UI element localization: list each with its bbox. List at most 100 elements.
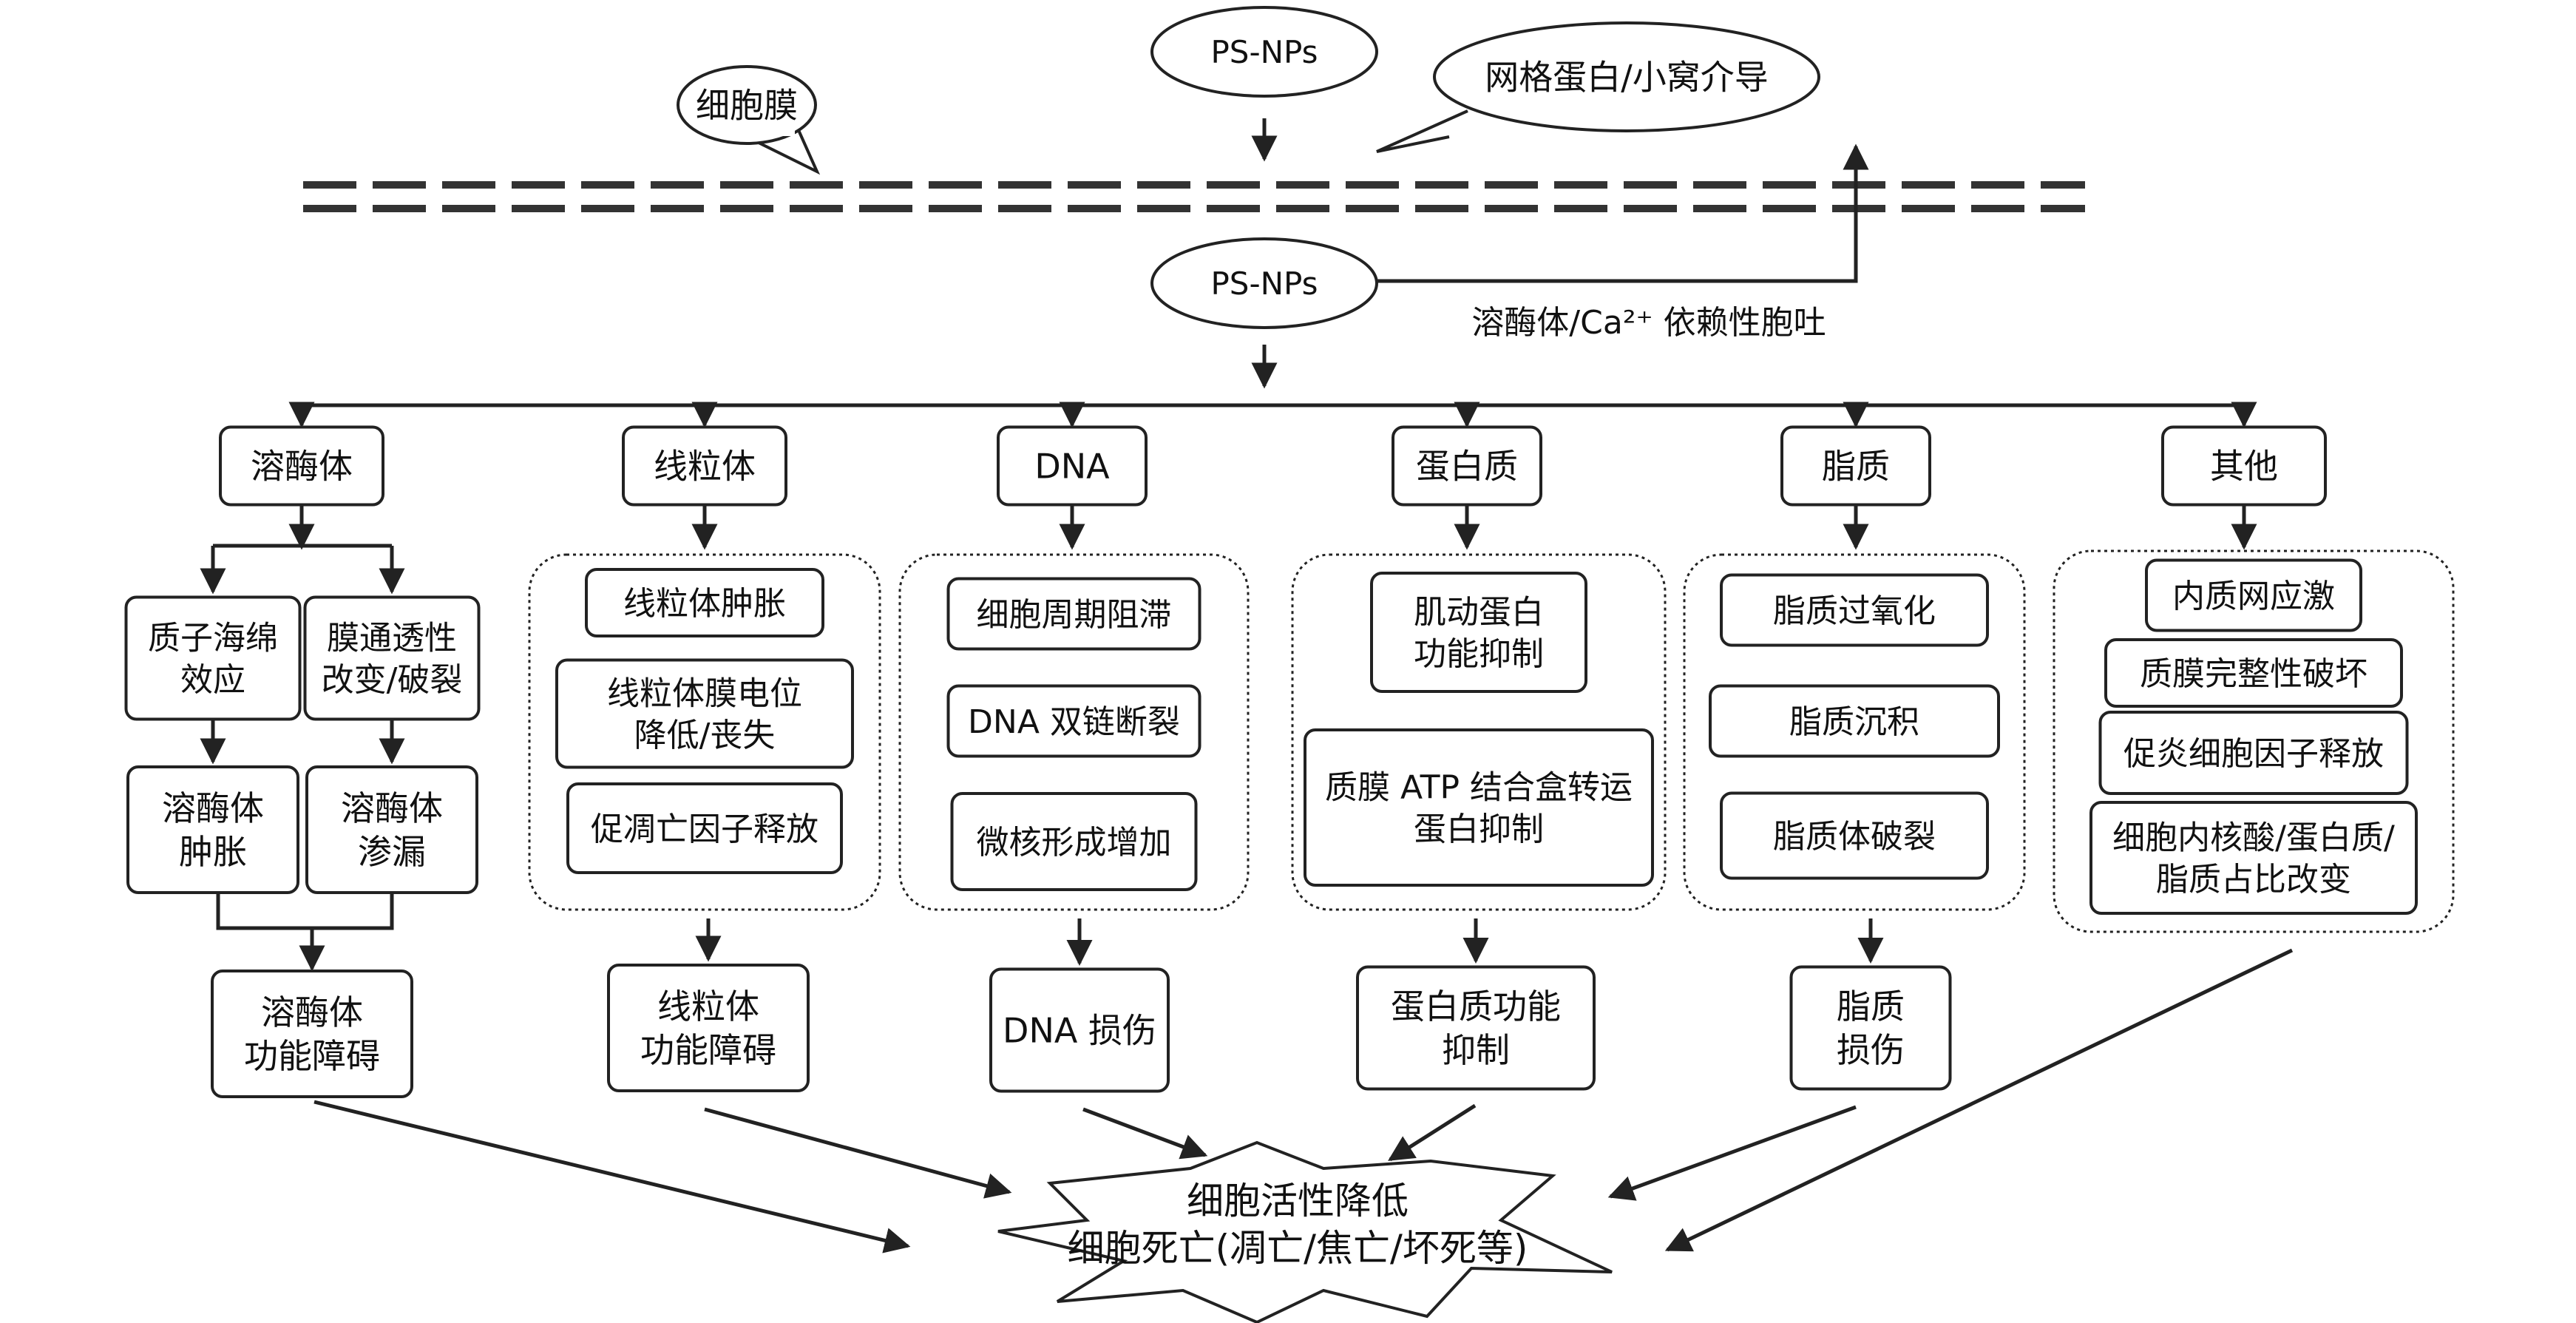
effect-dna-3-line: 微核形成增加 [977, 824, 1172, 862]
effect-lipid-2-line: 脂质沉积 [1789, 703, 1919, 741]
category-title-lysosome: 溶酶体 [251, 447, 353, 487]
converge-lysosome [313, 1100, 911, 1253]
outcome-lipid-line: 脂质 [1837, 987, 1905, 1026]
clathrin-caveolae-bubble [1433, 21, 1820, 132]
lyso-outcome: 溶酶体功能障碍 [244, 992, 380, 1076]
effect-box-protein-1 [1370, 572, 1587, 693]
outcome-mitochondria-line: 线粒体 [657, 987, 759, 1026]
outcome-box-lipid [1789, 965, 1952, 1091]
effect-box-mitochondria-2 [555, 658, 854, 769]
effect-box-dna-3 [950, 792, 1198, 891]
ps-nps-outside-label: PS-NPs [1210, 34, 1318, 70]
lyso-outcome-box [211, 970, 413, 1098]
effect-group-lipid [1683, 553, 2026, 911]
ps-nps-inside-label: PS-NPs [1210, 265, 1318, 302]
effect-other-3: 促炎细胞因子释放 [2123, 735, 2384, 773]
effect-protein-2-line: 质膜 ATP 结合盒转运 [1325, 769, 1633, 807]
category-title-other: 其他 [2210, 447, 2278, 487]
lyso-effect-box-2 [303, 595, 481, 721]
effect-dna-3: 微核形成增加 [977, 824, 1172, 862]
lyso-consequence-1-line: 溶酶体 [162, 788, 264, 828]
effect-box-mitochondria-1 [585, 568, 824, 637]
exocytosis-arrow [1377, 143, 1869, 283]
lyso-consequence-box-1 [126, 765, 299, 894]
lyso-consequence-2-line: 渗漏 [358, 832, 426, 872]
final-outcome-starburst [997, 1140, 1613, 1323]
final-outcome-line: 细胞活性降低 [1187, 1180, 1409, 1222]
lyso-consequence-2-line: 溶酶体 [341, 788, 443, 828]
outcome-protein-line: 蛋白质功能 [1391, 987, 1561, 1026]
outcome-mitochondria: 线粒体功能障碍 [640, 987, 776, 1070]
converge-other [1664, 948, 2294, 1252]
final-outcome-line: 细胞死亡(凋亡/焦亡/坏死等) [1068, 1227, 1528, 1270]
clathrin-caveolae-label: 网格蛋白/小窝介导 [1485, 58, 1769, 98]
lyso-consequence-box-2 [305, 765, 478, 894]
effect-box-lipid-3 [1720, 791, 1989, 880]
effect-mitochondria-3-line: 促凋亡因子释放 [591, 811, 818, 848]
effect-box-dna-1 [946, 577, 1201, 651]
effect-other-4-line: 脂质占比改变 [2156, 861, 2351, 899]
effect-mitochondria-2-line: 降低/丧失 [634, 717, 776, 754]
effect-group-other [2053, 549, 2455, 933]
outcome-dna: DNA 损伤 [1003, 1011, 1156, 1051]
category-box-lipid [1780, 425, 1931, 507]
effect-box-other-4 [2089, 801, 2418, 915]
effect-lipid-1: 脂质过氧化 [1773, 592, 1936, 630]
lyso-merge [216, 893, 394, 930]
effect-lipid-3-line: 脂质体破裂 [1773, 818, 1936, 856]
effect-mitochondria-3: 促凋亡因子释放 [591, 811, 818, 848]
lyso-effect-2: 膜通透性改变/破裂 [322, 620, 463, 699]
category-box-mitochondria [622, 425, 787, 507]
category-box-other [2161, 425, 2327, 507]
cell-membrane-label: 细胞膜 [696, 86, 798, 126]
bubble-join-mask [750, 127, 795, 136]
effect-group-dna [898, 553, 1250, 911]
lyso-effect-1-line: 效应 [180, 661, 245, 699]
category-title-dna: DNA [1034, 447, 1110, 487]
effect-mitochondria-1-line: 线粒体肿胀 [623, 585, 786, 623]
lyso-consequence-2: 溶酶体渗漏 [341, 788, 443, 872]
effect-dna-1: 细胞周期阻滞 [977, 596, 1172, 634]
effect-lipid-2: 脂质沉积 [1789, 703, 1919, 741]
effect-box-protein-2 [1304, 728, 1654, 887]
effect-group-protein [1291, 553, 1667, 911]
effect-box-dna-2 [946, 684, 1201, 758]
ps-nps-outside [1150, 6, 1378, 98]
final-outcome: 细胞活性降低细胞死亡(凋亡/焦亡/坏死等) [1068, 1180, 1528, 1270]
converge-protein [1388, 1103, 1477, 1162]
lyso-outcome-line: 功能障碍 [244, 1036, 380, 1076]
effect-box-lipid-2 [1709, 684, 2000, 758]
effect-other-1-line: 内质网应激 [2172, 578, 2335, 615]
effect-lipid-1-line: 脂质过氧化 [1773, 592, 1936, 630]
effect-dna-2-line: DNA 双链断裂 [968, 703, 1180, 741]
outcome-dna-line: DNA 损伤 [1003, 1011, 1156, 1051]
outcome-mitochondria-line: 功能障碍 [640, 1030, 776, 1070]
effect-lipid-3: 脂质体破裂 [1773, 818, 1936, 856]
lyso-effect-2-line: 改变/破裂 [322, 661, 463, 699]
lyso-effect-1: 质子海绵效应 [148, 620, 278, 699]
effect-protein-1-line: 功能抑制 [1414, 635, 1544, 673]
category-title-lipid: 脂质 [1822, 447, 1890, 487]
lyso-effect-box-1 [124, 595, 302, 721]
effect-other-2-line: 质膜完整性破坏 [2140, 655, 2367, 693]
effect-group-mitochondria [528, 553, 881, 911]
outcome-box-protein [1356, 965, 1596, 1091]
effect-protein-1-line: 肌动蛋白 [1414, 594, 1544, 632]
effect-mitochondria-2-line: 线粒体膜电位 [607, 675, 802, 713]
effect-box-lipid-1 [1720, 573, 1989, 647]
outcome-box-dna [989, 967, 1170, 1093]
lyso-outcome-line: 溶酶体 [261, 992, 363, 1032]
effect-other-3-line: 促炎细胞因子释放 [2123, 735, 2384, 773]
outcome-protein-line: 抑制 [1442, 1030, 1510, 1070]
effect-protein-2-line: 蛋白抑制 [1414, 811, 1544, 848]
category-box-dna [997, 425, 1148, 507]
converge-lipid [1607, 1105, 1857, 1201]
effect-protein-2: 质膜 ATP 结合盒转运蛋白抑制 [1325, 769, 1633, 848]
effect-dna-1-line: 细胞周期阻滞 [977, 596, 1172, 634]
cell-membrane-bubble [677, 65, 817, 145]
effect-box-other-1 [2145, 558, 2362, 632]
lyso-effect-2-line: 膜通透性 [327, 620, 457, 657]
effect-box-other-3 [2098, 711, 2409, 795]
outcome-box-mitochondria [607, 964, 810, 1092]
